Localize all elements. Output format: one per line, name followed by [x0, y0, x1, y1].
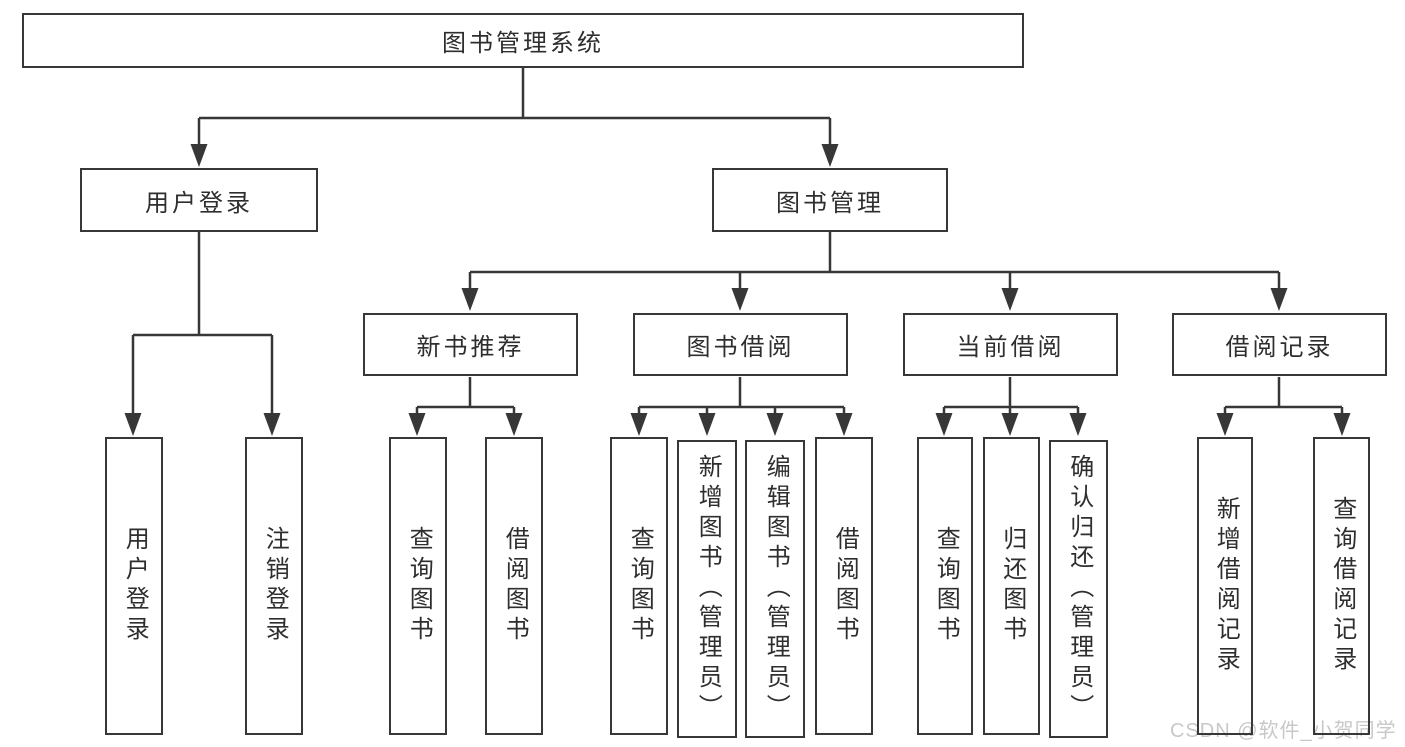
leaf-edit-books-admin: 编辑图书（管理员） — [745, 440, 805, 738]
node-user-login: 用户登录 — [80, 168, 318, 232]
leaf-query-books-current: 查询图书 — [917, 437, 973, 735]
leaf-label: 新增借阅记录 — [1212, 496, 1240, 676]
leaf-borrow-books-recommend: 借阅图书 — [485, 437, 543, 735]
leaf-label: 注销登录 — [261, 526, 289, 646]
leaf-label: 借阅图书 — [501, 526, 529, 646]
node-label: 借阅记录 — [1225, 334, 1334, 361]
node-label: 图书借阅 — [686, 334, 795, 361]
leaf-query-books-borrow: 查询图书 — [610, 437, 668, 735]
leaf-label: 查询图书 — [932, 526, 960, 646]
leaf-borrow-books: 借阅图书 — [815, 437, 873, 735]
node-book-management: 图书管理 — [712, 168, 948, 232]
tree-edges — [131, 68, 1344, 416]
leaf-logout: 注销登录 — [245, 437, 303, 735]
leaf-confirm-return-admin: 确认归还（管理员） — [1049, 440, 1108, 738]
leaf-label: 用户登录 — [121, 526, 149, 646]
node-label: 图书管理系统 — [442, 30, 604, 57]
leaf-label: 借阅图书 — [831, 526, 859, 646]
node-label: 新书推荐 — [416, 334, 525, 361]
leaf-label: 查询图书 — [405, 526, 433, 646]
node-new-book-recommendation: 新书推荐 — [363, 313, 578, 376]
leaf-label: 新增图书（管理员） — [694, 454, 722, 724]
leaf-return-books: 归还图书 — [983, 437, 1040, 735]
leaf-label: 查询借阅记录 — [1328, 496, 1356, 676]
leaf-user-login: 用户登录 — [105, 437, 163, 735]
node-library-system: 图书管理系统 — [22, 13, 1024, 68]
leaf-query-borrow-record: 查询借阅记录 — [1313, 437, 1370, 735]
leaf-label: 确认归还（管理员） — [1065, 454, 1093, 724]
leaf-label: 归还图书 — [998, 526, 1026, 646]
watermark: CSDN @软件_小贺同学 — [1170, 720, 1397, 742]
leaf-label: 查询图书 — [626, 526, 654, 646]
arrowhead-icons — [124, 144, 1351, 436]
node-current-borrowing: 当前借阅 — [903, 313, 1118, 376]
leaf-add-books-admin: 新增图书（管理员） — [677, 440, 737, 738]
leaf-label: 编辑图书（管理员） — [762, 454, 790, 724]
leaf-add-borrow-record: 新增借阅记录 — [1197, 437, 1253, 735]
leaf-query-books-recommend: 查询图书 — [389, 437, 447, 735]
node-borrowing-records: 借阅记录 — [1172, 313, 1387, 376]
node-label: 图书管理 — [776, 189, 884, 217]
node-label: 用户登录 — [145, 189, 253, 217]
node-label: 当前借阅 — [956, 334, 1065, 361]
node-book-borrowing: 图书借阅 — [633, 313, 848, 376]
